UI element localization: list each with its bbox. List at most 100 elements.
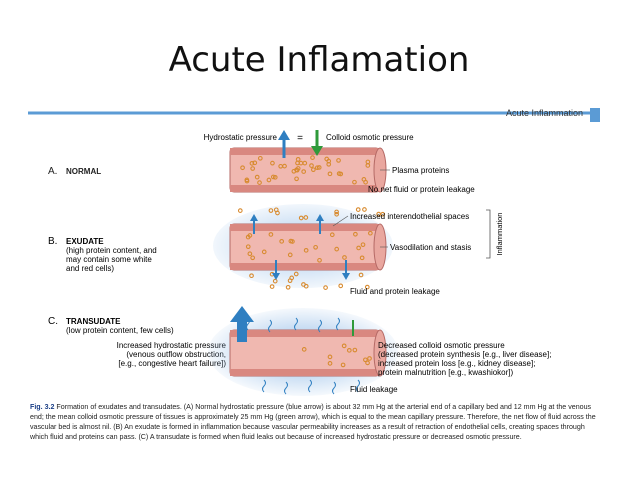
- figure-header: Acute Inflammation: [506, 108, 583, 118]
- exudate-down-arrow-1-icon: [272, 260, 280, 280]
- figure-caption: Fig. 3.2 Formation of exudates and trans…: [30, 402, 598, 442]
- protein-dot: [338, 283, 344, 289]
- protein-dot: [298, 215, 304, 221]
- protein-dot: [327, 171, 333, 177]
- protein-dot: [336, 158, 341, 163]
- protein-dot: [310, 167, 316, 173]
- protein-dot: [287, 252, 293, 258]
- transudate-right-1: Decreased colloid osmotic pressure: [378, 341, 505, 350]
- protein-dot: [346, 347, 352, 353]
- equals-sign: =: [297, 133, 303, 144]
- vessel-transudate: [229, 329, 387, 377]
- vasodilation-label: Vasodilation and stasis: [390, 243, 471, 252]
- fluid-wave: [332, 381, 336, 395]
- protein-dot: [329, 232, 335, 238]
- protein-dot: [257, 180, 262, 185]
- big-hydrostatic-arrow-icon: [230, 306, 254, 342]
- exudate-down-arrow-2-icon: [342, 260, 350, 280]
- exudate-leak-label: Fluid and protein leakage: [350, 287, 440, 296]
- transudate-leak-label: Fluid leakage: [350, 385, 398, 394]
- protein-dot: [278, 163, 284, 169]
- header-tab: [590, 108, 600, 122]
- protein-dot: [288, 238, 294, 244]
- protein-dot: [356, 245, 361, 251]
- protein-dot: [301, 169, 307, 174]
- protein-dot: [309, 163, 314, 168]
- panel-b-desc-2: may contain some white: [66, 255, 152, 264]
- protein-dot: [326, 161, 332, 167]
- protein-dot: [252, 160, 258, 166]
- protein-dot: [270, 160, 275, 166]
- protein-dot: [359, 255, 365, 261]
- protein-dot: [358, 272, 364, 278]
- fluid-wave: [356, 379, 360, 393]
- protein-dot: [363, 357, 368, 363]
- no-leak-label: No net fluid or protein leakage: [368, 185, 475, 194]
- protein-dot: [365, 360, 370, 366]
- panel-c-title: TRANSUDATE: [66, 317, 121, 326]
- protein-dot: [269, 284, 275, 289]
- transudate-left-2: (venous outflow obstruction,: [126, 350, 226, 359]
- colloid-arrow-icon: [311, 130, 323, 156]
- protein-dot: [285, 284, 291, 290]
- protein-dot: [250, 255, 256, 261]
- protein-dot: [298, 160, 304, 166]
- protein-dot: [294, 176, 299, 182]
- protein-dot: [279, 238, 285, 244]
- panel-b-letter: B.: [48, 236, 57, 247]
- protein-dot: [247, 233, 253, 238]
- transudate-left-1: Increased hydrostatic pressure: [117, 341, 227, 350]
- protein-dot: [270, 174, 276, 180]
- transudate-right-2: (decreased protein synthesis [e.g., live…: [378, 350, 551, 359]
- transudate-right-4: protein malnutrition [e.g., kwashiokor]): [378, 368, 514, 377]
- protein-dot: [334, 246, 340, 252]
- fluid-wave: [284, 381, 288, 395]
- protein-dot: [245, 244, 251, 250]
- inflammation-bracket-label: Inflammation: [495, 213, 504, 256]
- protein-dot: [272, 174, 278, 180]
- hydrostatic-label: Hydrostatic pressure: [204, 133, 278, 142]
- protein-dot: [295, 166, 301, 171]
- protein-dot: [287, 278, 293, 284]
- protein-dot: [313, 244, 318, 250]
- slide-title: Acute Inflamation: [168, 40, 470, 80]
- protein-dot: [367, 356, 372, 361]
- protein-dot: [249, 160, 255, 166]
- protein-dot: [362, 207, 367, 212]
- panel-b-desc-1: (high protein content, and: [66, 246, 157, 255]
- fluid-leak-waves: [246, 317, 360, 395]
- colloid-label: Colloid osmotic pressure: [326, 133, 414, 142]
- protein-dot: [301, 282, 306, 287]
- protein-dot: [254, 174, 260, 180]
- hydrostatic-arrow-icon: [278, 130, 290, 158]
- protein-dot: [355, 207, 361, 212]
- protein-dot: [301, 347, 307, 352]
- panel-a-letter: A.: [48, 166, 57, 177]
- exudate-up-arrow-1-icon: [250, 214, 258, 234]
- panel-c-letter: C.: [48, 316, 58, 327]
- panel-b-desc-3: and red cells): [66, 264, 114, 273]
- transudate-right-3: increased protein loss [e.g., kidney dis…: [378, 359, 535, 368]
- protein-dot: [327, 361, 333, 366]
- protein-dot: [295, 156, 301, 162]
- exudate-protein-dots: [237, 207, 386, 290]
- protein-dot: [249, 273, 254, 279]
- protein-dot: [272, 278, 278, 284]
- fluid-wave: [294, 317, 298, 331]
- protein-dot: [273, 207, 279, 213]
- exudate-up-arrow-2-icon: [316, 214, 324, 234]
- protein-dot: [334, 209, 339, 215]
- interendothelial-pointer: [332, 215, 349, 227]
- protein-dot: [360, 242, 366, 248]
- protein-dot: [293, 271, 299, 277]
- protein-dot: [244, 178, 250, 184]
- protein-dot: [266, 177, 272, 183]
- protein-dot: [323, 285, 328, 290]
- protein-dot: [376, 211, 382, 217]
- protein-dot: [247, 251, 253, 257]
- fluid-wave: [268, 319, 272, 333]
- protein-dot: [352, 347, 358, 353]
- protein-dot: [314, 165, 320, 171]
- protein-dot: [303, 215, 309, 220]
- protein-dot: [268, 232, 274, 237]
